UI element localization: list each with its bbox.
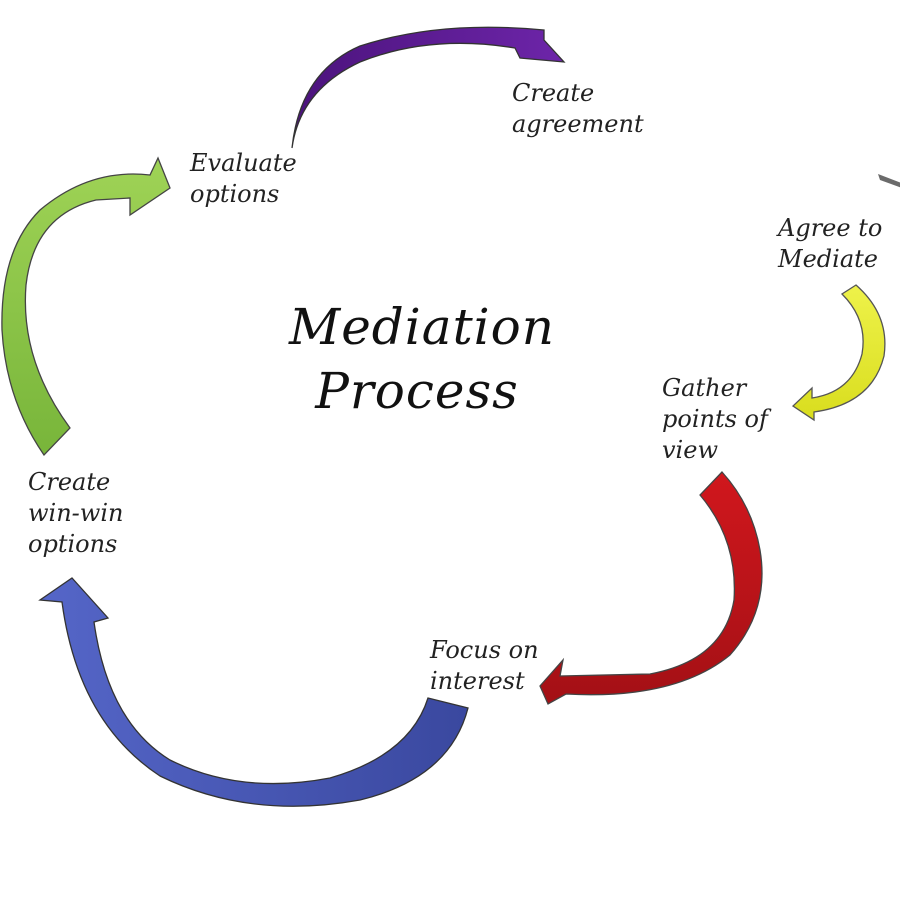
diagram-title-line-2: Process [315,362,519,420]
step-label-focus-on-interest: Focus on interest [430,636,539,695]
step-label-evaluate-options: Evaluate options [190,149,297,208]
arrow-gather-to-focus [539,471,763,705]
arrow-agree-to-gather [791,284,886,422]
step-label-create-agreement: Create agreement [512,79,644,138]
step-label-create-win-win-options: Create win-win options [28,468,124,558]
diagram-title-line-1: Mediation [289,298,555,356]
step-label-agree-to-mediate: Agree to Mediate [778,214,883,273]
step-label-gather-points-of-view: Gather points of view [662,374,768,464]
pen-tip-icon [878,174,900,188]
arrow-evaluate-to-agreement [291,26,566,149]
arrow-focus-to-winwin [38,577,469,807]
arrow-winwin-to-evaluate [1,156,171,457]
